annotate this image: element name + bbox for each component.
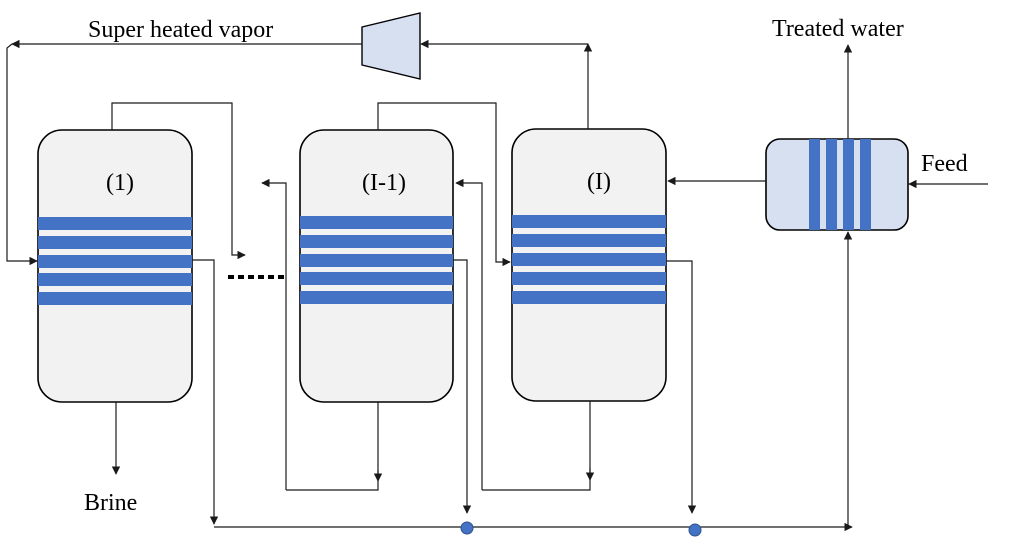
junction-node	[688, 523, 702, 537]
vessel-i: (I)	[511, 128, 667, 402]
junction-node	[460, 521, 474, 535]
vapor-compressor	[361, 12, 421, 80]
vessel-i-label: (I)	[587, 169, 611, 195]
feed-heat-exchanger	[765, 138, 909, 231]
vessel-1: (1)	[37, 129, 193, 403]
vessel-1-label: (1)	[106, 170, 134, 196]
brine-label: Brine	[84, 490, 137, 516]
vessel-i-minus-1: (I-1)	[299, 129, 454, 403]
superheated-vapor-label: Super heated vapor	[88, 17, 273, 43]
treated-water-label: Treated water	[772, 16, 904, 42]
piping	[6, 39, 988, 532]
feed-label: Feed	[921, 151, 968, 177]
vessel-i-minus-1-label: (I-1)	[362, 170, 406, 196]
